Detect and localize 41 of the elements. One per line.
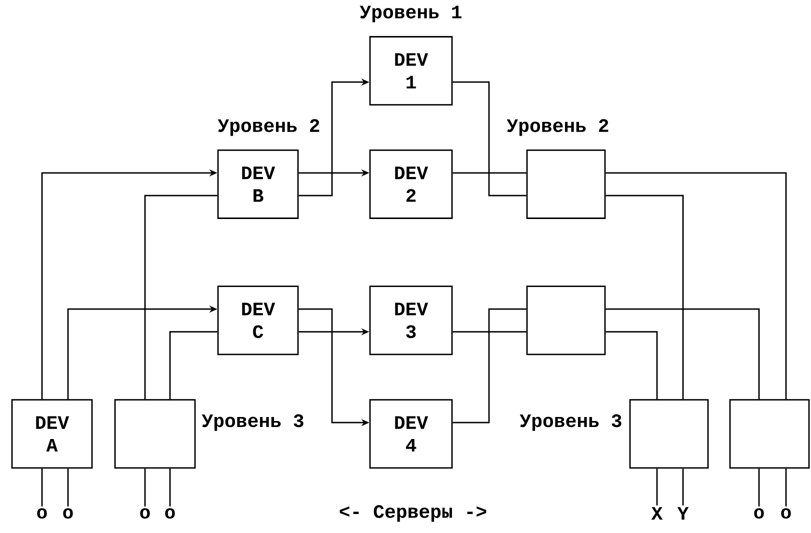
port-marker: o	[37, 508, 47, 519]
connector-line	[452, 81, 526, 196]
connector-line	[67, 468, 69, 506]
port-marker: o	[781, 508, 791, 519]
device-box: DEV 2	[369, 149, 453, 219]
connector-line	[452, 308, 526, 424]
device-box: DEV 4	[369, 399, 453, 469]
connector-line	[452, 172, 526, 174]
empty-box	[526, 286, 606, 356]
connector-line	[169, 331, 218, 400]
connector-line	[41, 468, 43, 506]
device-box: DEV B	[217, 149, 299, 219]
empty-box	[629, 399, 709, 469]
port-marker: o	[165, 508, 175, 519]
connector-line	[656, 468, 658, 506]
port-marker: o	[140, 508, 150, 519]
connector-line	[452, 331, 526, 332]
port-marker: o	[63, 508, 73, 519]
device-box: DEV 1	[369, 36, 453, 106]
connector-line	[606, 331, 658, 400]
device-box: DEV C	[217, 286, 299, 356]
port-marker: Y	[677, 507, 689, 520]
port-marker: X	[651, 507, 663, 520]
connector-line	[606, 308, 760, 400]
empty-box	[526, 149, 606, 219]
empty-box	[729, 399, 810, 469]
connector-line	[785, 468, 787, 506]
level-label: Уровень 2	[218, 119, 320, 136]
connector-line	[758, 468, 760, 506]
empty-box	[114, 399, 196, 469]
connector-line	[169, 468, 171, 506]
device-box: DEV A	[11, 399, 93, 469]
connector-line	[682, 468, 684, 506]
level-label: Уровень 2	[506, 119, 608, 136]
connector-line	[606, 172, 787, 400]
connector-line	[606, 194, 684, 400]
device-box: DEV 3	[369, 286, 453, 356]
connector-line	[144, 194, 218, 400]
port-marker: o	[754, 508, 764, 519]
caption-text: <- Серверы ->	[340, 505, 486, 522]
connector-line	[144, 468, 146, 506]
